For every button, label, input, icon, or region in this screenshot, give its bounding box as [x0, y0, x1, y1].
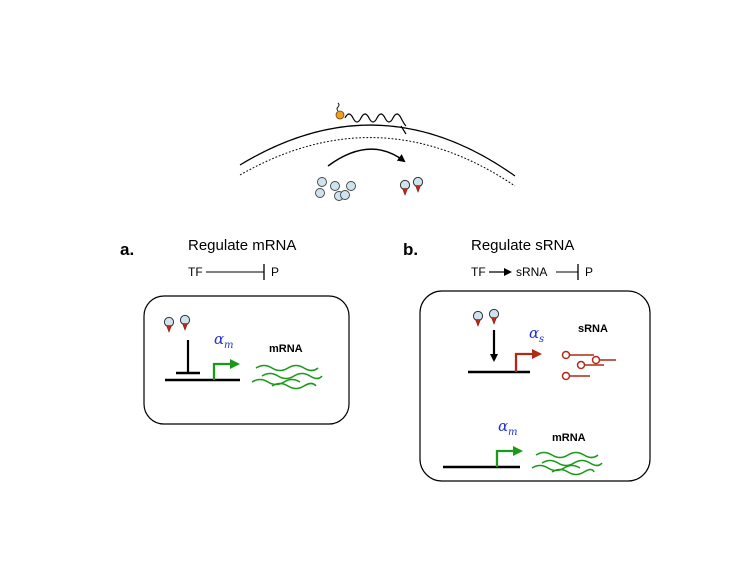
scheme-tf-label: TF: [188, 265, 203, 279]
inactive-tf-cluster: [315, 177, 356, 201]
panel-a-title: Regulate mRNA: [188, 237, 296, 254]
panel-a-letter: a.: [120, 240, 134, 259]
panel-a-tf-molecules: [163, 314, 191, 333]
panel-b-title: Regulate sRNA: [471, 237, 574, 254]
activation-arrow: [327, 148, 406, 167]
panel-b-rate-s-label: α s: [529, 324, 544, 345]
panel-a-rate-label: α m: [214, 330, 233, 351]
svg-text:m: m: [508, 427, 517, 438]
active-tf-molecules: [399, 176, 424, 196]
panel-b-mrna-strands: [531, 451, 603, 476]
svg-text:α: α: [214, 330, 224, 348]
panel-a-cell-box: [143, 295, 350, 425]
panel-b-scheme: TF sRNA P: [471, 264, 593, 280]
membrane-signaling-illustration: [239, 102, 516, 201]
panel-b-srna-label: sRNA: [578, 323, 608, 335]
receptor-cytoplasmic-tail: [400, 125, 407, 135]
panel-a-scheme: TF P: [188, 264, 279, 280]
ligand-dot: [335, 110, 345, 120]
panel-b-cell-box: [419, 290, 651, 482]
svg-text:α: α: [498, 417, 508, 435]
panel-b-srna-molecules: [561, 350, 616, 381]
panel-b-rate-m-label: α m: [498, 417, 517, 438]
ligand-squiggle: [336, 102, 340, 112]
scheme-tf-label: TF: [471, 265, 486, 279]
panel-b-letter: b.: [403, 240, 418, 259]
cell-membrane-inner: [239, 137, 516, 187]
svg-text:m: m: [224, 340, 233, 351]
svg-text:s: s: [539, 334, 544, 345]
scheme-srna-label: sRNA: [516, 265, 547, 279]
receptor-helix: [344, 113, 407, 127]
panel-a-mrna-label: mRNA: [269, 343, 303, 355]
panel-b: b. Regulate sRNA TF sRNA P α s sRNA: [403, 237, 651, 482]
scheme-p-label: P: [585, 265, 593, 279]
scheme-p-label: P: [271, 265, 279, 279]
panel-b-mrna-label: mRNA: [552, 432, 586, 444]
panel-a-promoter-arrow: [212, 359, 240, 380]
svg-text:α: α: [529, 324, 539, 342]
panel-b-srna-promoter-arrow: [514, 349, 542, 372]
cell-membrane-outer: [239, 124, 516, 177]
panel-a-mrna-strands: [251, 364, 323, 390]
panel-b-mrna-promoter-arrow: [495, 446, 523, 467]
panel-a: a. Regulate mRNA TF P α m mRNA: [120, 237, 350, 425]
panel-a-repressor-symbol: [176, 340, 200, 375]
panel-b-tf-molecules: [472, 308, 500, 327]
